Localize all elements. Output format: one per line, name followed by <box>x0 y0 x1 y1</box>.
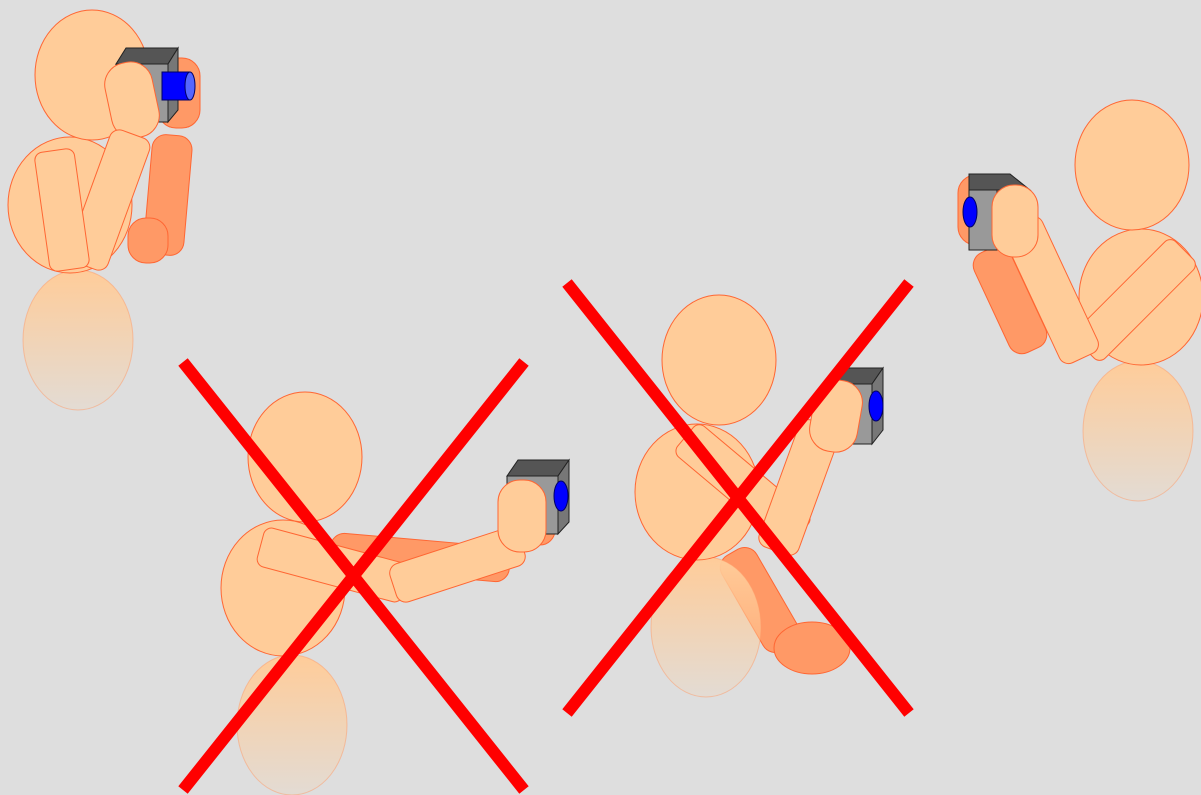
lens <box>554 481 568 511</box>
figure-incorrect-camera-raised <box>567 283 909 713</box>
leg <box>23 270 133 410</box>
head <box>1075 100 1189 230</box>
front-hand <box>498 480 546 552</box>
leg <box>1083 361 1193 501</box>
back-hand <box>128 218 168 263</box>
figure-correct-eye-level-right <box>8 10 200 410</box>
figure-correct-eye-level-left <box>958 100 1201 501</box>
lens <box>963 197 977 227</box>
head <box>662 295 776 425</box>
leg <box>237 655 347 795</box>
figure-incorrect-arm-extended <box>183 362 569 795</box>
lens <box>869 391 883 421</box>
front-hand <box>992 185 1038 257</box>
